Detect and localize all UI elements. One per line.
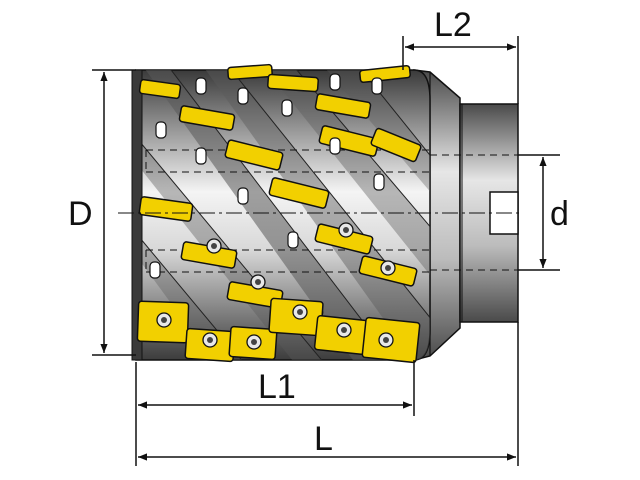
dimension-D: D	[68, 69, 136, 356]
chip-pocket	[329, 137, 341, 155]
chip-pocket	[237, 187, 249, 205]
screw-socket	[385, 265, 391, 271]
dimension-L: L	[138, 322, 519, 466]
chip-pocket	[373, 173, 385, 191]
insert	[314, 93, 372, 119]
insert	[178, 105, 236, 131]
dimension-label-L1: L1	[258, 368, 296, 406]
chip-pocket	[371, 77, 383, 95]
insert	[224, 139, 284, 171]
carbide-inserts	[136, 63, 422, 364]
insert	[268, 177, 330, 209]
chip-pocket	[329, 73, 341, 91]
chip-pocket	[237, 87, 249, 105]
chip-pocket	[149, 261, 161, 279]
screw-socket	[255, 279, 261, 285]
screw-socket	[297, 309, 303, 315]
screw-socket	[383, 337, 389, 343]
insert	[138, 196, 194, 222]
insert	[138, 78, 182, 100]
dimension-d: d	[518, 154, 569, 271]
insert	[318, 125, 380, 157]
screw-socket	[343, 227, 349, 233]
dimension-label-d: d	[550, 195, 569, 233]
chip-pocket	[281, 99, 293, 117]
insert	[370, 127, 422, 163]
dimension-L2: L2	[402, 6, 519, 104]
insert-screws	[156, 222, 396, 350]
chip-pocket	[155, 121, 167, 139]
screw-socket	[211, 243, 217, 249]
bore-hidden-lines	[145, 149, 518, 273]
screw-socket	[341, 327, 347, 333]
screw-socket	[251, 339, 257, 345]
dimension-L1: L1	[135, 360, 415, 466]
dimension-label-L2: L2	[434, 6, 472, 44]
dimension-label-D: D	[68, 195, 93, 233]
screw-socket	[207, 337, 213, 343]
insert	[267, 73, 319, 93]
dimension-label-L: L	[314, 420, 333, 458]
screw-socket	[161, 317, 167, 323]
insert	[359, 64, 411, 84]
insert	[227, 63, 273, 81]
chip-pocket	[195, 147, 207, 165]
chip-pocket	[195, 77, 207, 95]
chip-pocket	[287, 231, 299, 249]
